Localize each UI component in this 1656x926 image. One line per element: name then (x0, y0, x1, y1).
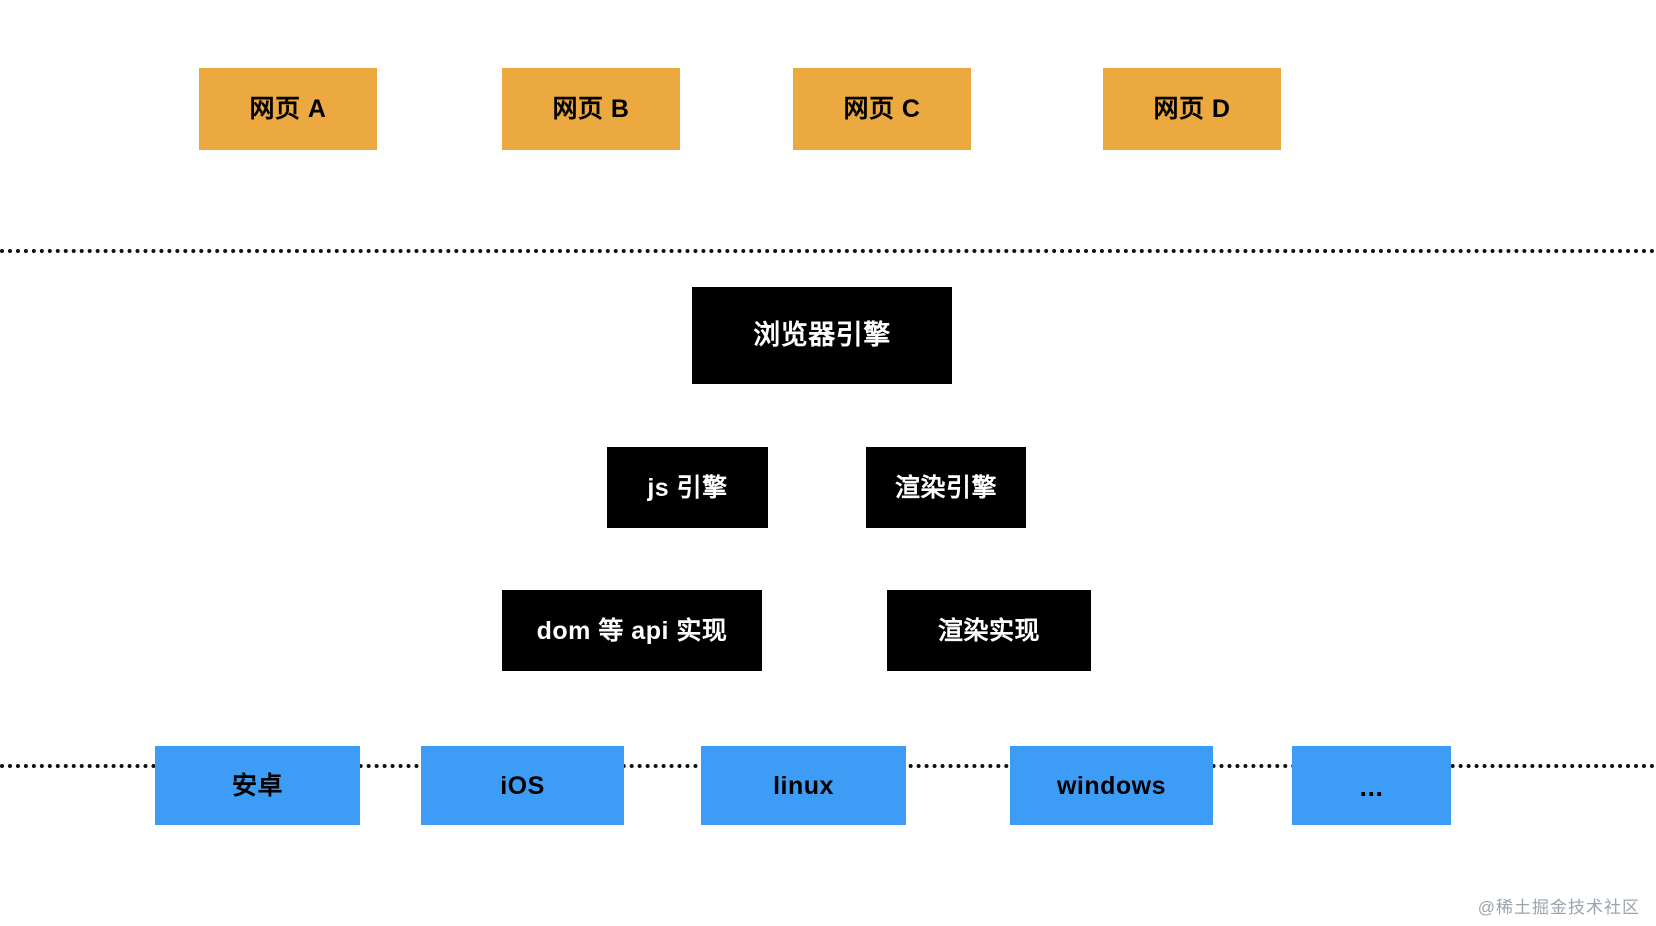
web-page-label-d: 网页 D (1153, 95, 1231, 123)
os-label-windows: windows (1056, 771, 1167, 800)
dom-api-implementation-box: dom 等 api 实现 (502, 590, 762, 671)
browser-engine-box: 浏览器引擎 (692, 287, 952, 384)
render-implementation-box: 渲染实现 (887, 590, 1091, 671)
web-page-label-c: 网页 C (843, 95, 921, 123)
dom-api-implementation-label: dom 等 api 实现 (536, 616, 728, 645)
page-engine-divider (0, 249, 1656, 253)
render-implementation-label: 渲染实现 (937, 616, 1040, 645)
os-label-ios: iOS (500, 771, 545, 800)
web-page-box-c: 网页 C (793, 68, 971, 150)
web-page-label-b: 网页 B (552, 95, 630, 123)
web-page-box-b: 网页 B (502, 68, 680, 150)
os-box-linux: linux (701, 746, 906, 825)
render-engine-label: 渲染引擎 (894, 473, 997, 502)
watermark: @稀土掘金技术社区 (1477, 898, 1640, 917)
browser-engine-label: 浏览器引擎 (753, 320, 891, 351)
os-box-windows: windows (1010, 746, 1213, 825)
web-page-label-a: 网页 A (249, 95, 327, 123)
os-label-linux: linux (773, 771, 834, 800)
web-page-box-a: 网页 A (199, 68, 377, 150)
os-label-more: ... (1359, 771, 1384, 802)
web-page-box-d: 网页 D (1103, 68, 1281, 150)
os-box-android: 安卓 (155, 746, 360, 825)
os-label-android: 安卓 (231, 771, 283, 800)
os-box-more: ... (1292, 746, 1451, 825)
js-engine-box: js 引擎 (607, 447, 768, 528)
render-engine-box: 渲染引擎 (866, 447, 1026, 528)
js-engine-label: js 引擎 (647, 473, 728, 502)
os-box-ios: iOS (421, 746, 624, 825)
